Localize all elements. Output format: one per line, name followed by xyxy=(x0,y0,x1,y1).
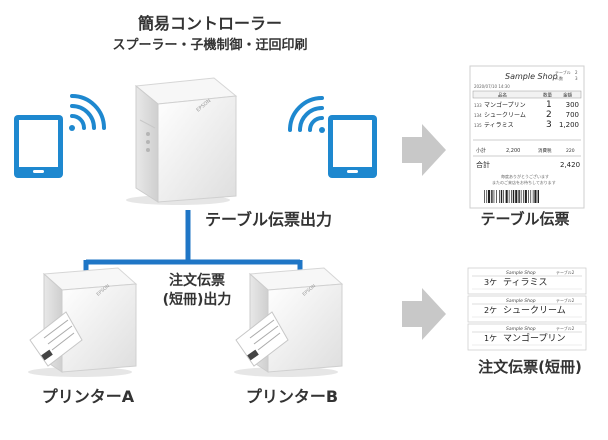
order-slip-shop: Sample Shop xyxy=(506,298,536,304)
receipt-people: 3 xyxy=(575,76,578,81)
printer-a-label: プリンターA xyxy=(41,387,135,406)
receipt-item-qty: 1 xyxy=(546,100,552,110)
receipt-header-amount: 金額 xyxy=(563,92,572,99)
receipt-subtotal-label: 小計 xyxy=(476,147,486,154)
controller-title: 簡易コントローラー xyxy=(137,14,282,33)
receipt-item-code: 135 xyxy=(474,123,482,128)
receipt-total: 2,420 xyxy=(560,161,580,169)
order-slip-output-label: 注文伝票 (短冊)出力 xyxy=(152,272,242,310)
order-slip-table: テーブル2 xyxy=(556,269,575,275)
receipt-header-item: 品名 xyxy=(498,92,507,99)
receipt-datetime: 2020/07/10 14:30 xyxy=(474,84,510,89)
network-connectors xyxy=(83,210,303,280)
wifi-left-icon xyxy=(69,94,106,131)
receipt-thanks-2: またのご来店をお待ちしております xyxy=(492,179,556,185)
order-slip: Sample Shop テーブル2 1ケマンゴープリン xyxy=(467,323,587,351)
receipt-people-label: 人数 xyxy=(555,75,563,81)
tablet-right-icon xyxy=(328,115,377,178)
receipt-item-qty: 2 xyxy=(546,110,552,120)
printer-b: EPSON xyxy=(234,267,344,377)
arrow-to-table-slip-icon xyxy=(402,124,446,176)
receipt-item-amount: 300 xyxy=(566,101,579,109)
order-slip: Sample Shop テーブル2 3ケティラミス xyxy=(467,267,587,295)
receipt-item-qty: 3 xyxy=(546,120,552,130)
order-slip-item: ティラミス xyxy=(503,277,547,288)
result-table-slip-label: テーブル伝票 xyxy=(480,210,570,228)
table-slip-output-label: テーブル伝票出力 xyxy=(205,210,333,229)
receipt-subtotal: 2,200 xyxy=(506,148,520,154)
receipt-tax: 220 xyxy=(566,148,575,154)
printer-b-label: プリンターB xyxy=(245,387,339,406)
order-slip-shop: Sample Shop xyxy=(506,270,536,276)
order-slip: Sample Shop テーブル2 2ケシュークリーム xyxy=(467,295,587,323)
order-slip-table: テーブル2 xyxy=(556,297,575,303)
order-slip-output-line2: (短冊)出力 xyxy=(162,292,232,308)
controller-printer: EPSON xyxy=(126,77,238,205)
order-slip-qty: 3ケ xyxy=(484,278,497,287)
receipt-item-name: シュークリーム xyxy=(484,112,526,119)
receipt-total-label: 合計 xyxy=(476,160,490,169)
order-slip-shop: Sample Shop xyxy=(506,326,536,332)
receipt-item-name: マンゴープリン xyxy=(484,101,526,109)
receipt-item-code: 133 xyxy=(474,103,482,108)
controller-subtitle: スプーラー・子機制御・迂回印刷 xyxy=(112,38,308,53)
wifi-right-icon xyxy=(288,96,325,133)
receipt-item-amount: 1,200 xyxy=(559,121,579,129)
printer-b-paper-icon xyxy=(235,311,289,367)
table-receipt: Sample Shop テーブル 2 人数 3 2020/07/10 14:30… xyxy=(469,65,585,209)
order-slip-output-line1: 注文伝票 xyxy=(169,273,225,289)
printer-a-paper-icon xyxy=(29,311,83,367)
receipt-thanks-1: 毎度ありがとうございます xyxy=(501,173,549,179)
receipt-header-qty: 数量 xyxy=(543,92,552,99)
tablet-left-icon xyxy=(14,115,63,178)
order-slip-item: マンゴープリン xyxy=(503,332,565,344)
order-slip-qty: 1ケ xyxy=(484,334,497,343)
arrow-to-order-slip-icon xyxy=(402,288,446,340)
order-slip-qty: 2ケ xyxy=(484,306,497,315)
receipt-tax-label: 消費税 xyxy=(538,147,552,154)
result-order-slip-label: 注文伝票(短冊) xyxy=(478,358,582,376)
receipt-table-label: テーブル xyxy=(555,69,571,75)
receipt-item-name: ティラミス xyxy=(484,122,514,129)
receipt-item-code: 134 xyxy=(474,113,482,118)
printer-a: EPSON xyxy=(28,267,138,377)
order-slip-item: シュークリーム xyxy=(503,305,566,316)
order-slip-table: テーブル2 xyxy=(556,325,575,331)
receipt-shop-name: Sample Shop xyxy=(505,72,558,81)
receipt-barcode-icon xyxy=(484,190,539,203)
receipt-table-no: 2 xyxy=(575,70,578,75)
receipt-item-amount: 700 xyxy=(566,111,579,119)
